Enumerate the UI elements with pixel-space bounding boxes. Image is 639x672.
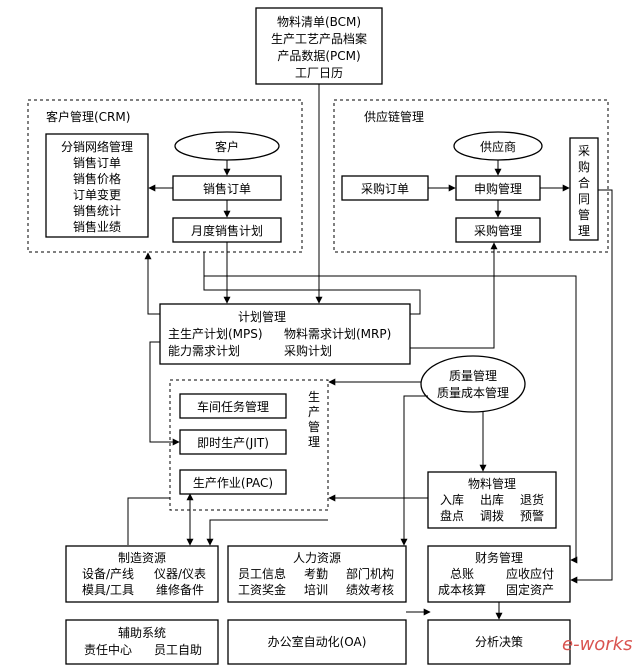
- office-automation-box: 办公室自动化(OA): [227, 619, 407, 665]
- manufacturing-resources-box: 制造资源 设备/产线 仪器/仪表 模具/工具 维修备件: [65, 545, 219, 603]
- workshop-task-box: [179, 393, 287, 419]
- contract-char: 购: [578, 159, 590, 174]
- scm-region: 供应链管理 供应商 采购订单 申购管理 采购管理 采 购 合 同 管 理: [333, 99, 609, 253]
- bom-line-2: 生产工艺产品档案: [271, 31, 367, 46]
- purchase-order-label: 采购订单: [361, 181, 409, 196]
- requisition-label: 申购管理: [474, 181, 522, 196]
- analysis-label: 分析决策: [475, 635, 523, 649]
- monthly-sales-plan-box: [172, 217, 282, 243]
- watermark-text: e-works: [562, 634, 633, 655]
- material-item: 调拨: [480, 509, 504, 523]
- pac-label: 生产作业(PAC): [193, 476, 273, 490]
- sales-order-label: 销售订单: [203, 181, 251, 196]
- hr-item: 培训: [304, 582, 328, 597]
- bom-box: 物料清单(BCM) 生产工艺产品档案 产品数据(PCM) 工厂日历: [255, 7, 383, 85]
- contract-char: 同: [578, 192, 590, 206]
- finance-title: 财务管理: [475, 550, 523, 565]
- plan-management-box: 计划管理 主生产计划(MPS) 物料需求计划(MRP) 能力需求计划 采购计划: [159, 303, 411, 365]
- quality-management-ellipse: 质量管理 质量成本管理: [420, 355, 526, 413]
- auxiliary-system-box: 辅助系统 责任中心 员工自助: [65, 619, 219, 665]
- jit-label: 即时生产(JIT): [197, 436, 269, 450]
- crp-label: 能力需求计划: [168, 344, 240, 358]
- hr-title: 人力资源: [293, 551, 341, 565]
- material-item: 退货: [520, 492, 544, 507]
- quality-line-2: 质量成本管理: [437, 385, 509, 400]
- material-management-box: 物料管理 入库 出库 退货 盘点 调拨 预警: [427, 471, 557, 529]
- material-item: 出库: [480, 492, 504, 507]
- hr-item: 员工信息: [238, 566, 286, 581]
- crm-region: 客户管理(CRM) 分销网络管理 销售订单 销售价格 订单变更 销售统计 销售业…: [27, 99, 303, 253]
- production-label-char: 产: [308, 405, 320, 419]
- supplier-label: 供应商: [480, 139, 516, 154]
- purchase-order-box: [341, 175, 429, 201]
- hr-item: 部门机构: [346, 566, 394, 581]
- contract-char: 合: [578, 175, 590, 190]
- crm-list-item: 销售统计: [73, 203, 121, 218]
- aux-title: 辅助系统: [118, 626, 166, 640]
- manufacturing-title: 制造资源: [118, 551, 166, 565]
- finance-item: 总账: [450, 567, 474, 581]
- purchase-contract-box: [569, 137, 599, 241]
- production-region: 生 产 管 理 车间任务管理 即时生产(JIT) 生产作业(PAC): [169, 379, 329, 511]
- purchase-mgmt-label: 采购管理: [474, 223, 522, 238]
- jit-box: [179, 429, 287, 455]
- analysis-decision-box: 分析决策: [427, 619, 571, 665]
- connectors: [127, 84, 613, 620]
- contract-char: 理: [578, 224, 590, 238]
- quality-line-1: 质量管理: [449, 368, 497, 383]
- bom-line-1: 物料清单(BCM): [277, 15, 361, 29]
- production-label-char: 生: [308, 390, 320, 404]
- oa-label: 办公室自动化(OA): [268, 634, 367, 649]
- manufacturing-item: 维修备件: [156, 582, 204, 597]
- crm-title: 客户管理(CRM): [46, 109, 130, 124]
- monthly-sales-plan-label: 月度销售计划: [191, 223, 263, 238]
- purchase-mgmt-box: [455, 217, 541, 243]
- production-label-char: 管: [308, 419, 320, 434]
- manufacturing-item: 仪器/仪表: [154, 567, 206, 581]
- mps-label: 主生产计划(MPS): [168, 327, 263, 341]
- hr-item: 绩效考核: [346, 582, 394, 597]
- purchase-plan-label: 采购计划: [284, 343, 332, 358]
- scm-title: 供应链管理: [364, 109, 424, 124]
- plan-title: 计划管理: [238, 309, 286, 324]
- contract-char: 采: [578, 144, 590, 158]
- crm-list-item: 销售订单: [73, 155, 121, 170]
- hr-item: 工资奖金: [238, 582, 286, 597]
- material-title: 物料管理: [468, 476, 516, 491]
- contract-char: 管: [578, 207, 590, 222]
- workshop-task-label: 车间任务管理: [197, 399, 269, 414]
- pac-box: [179, 469, 287, 495]
- crm-list-item: 分销网络管理: [61, 139, 133, 154]
- aux-item: 员工自助: [154, 643, 202, 657]
- manufacturing-item: 模具/工具: [82, 583, 134, 597]
- hr-item: 考勤: [304, 567, 328, 581]
- crm-function-list: [45, 133, 149, 238]
- mrp-label: 物料需求计划(MRP): [284, 327, 391, 341]
- human-resources-box: 人力资源 员工信息 考勤 部门机构 工资奖金 培训 绩效考核: [227, 545, 407, 603]
- crm-list-item: 销售价格: [73, 171, 121, 186]
- material-item: 盘点: [440, 508, 464, 523]
- finance-item: 应收应付: [506, 566, 554, 581]
- bom-line-4: 工厂日历: [295, 66, 343, 80]
- production-label-char: 理: [308, 435, 320, 449]
- finance-management-box: 财务管理 总账 应收应付 成本核算 固定资产: [427, 545, 571, 603]
- e-works-watermark-logo: e-works: [562, 634, 633, 655]
- crm-list-item: 销售业绩: [73, 219, 121, 234]
- crm-list-item: 订单变更: [73, 187, 121, 202]
- finance-item: 固定资产: [506, 582, 554, 597]
- manufacturing-item: 设备/产线: [82, 567, 134, 581]
- material-item: 预警: [520, 508, 544, 523]
- bom-line-3: 产品数据(PCM): [277, 48, 360, 63]
- finance-item: 成本核算: [438, 582, 486, 597]
- aux-item: 责任中心: [84, 642, 132, 657]
- requisition-box: [455, 175, 541, 201]
- customer-label: 客户: [215, 139, 239, 154]
- material-item: 入库: [440, 492, 464, 507]
